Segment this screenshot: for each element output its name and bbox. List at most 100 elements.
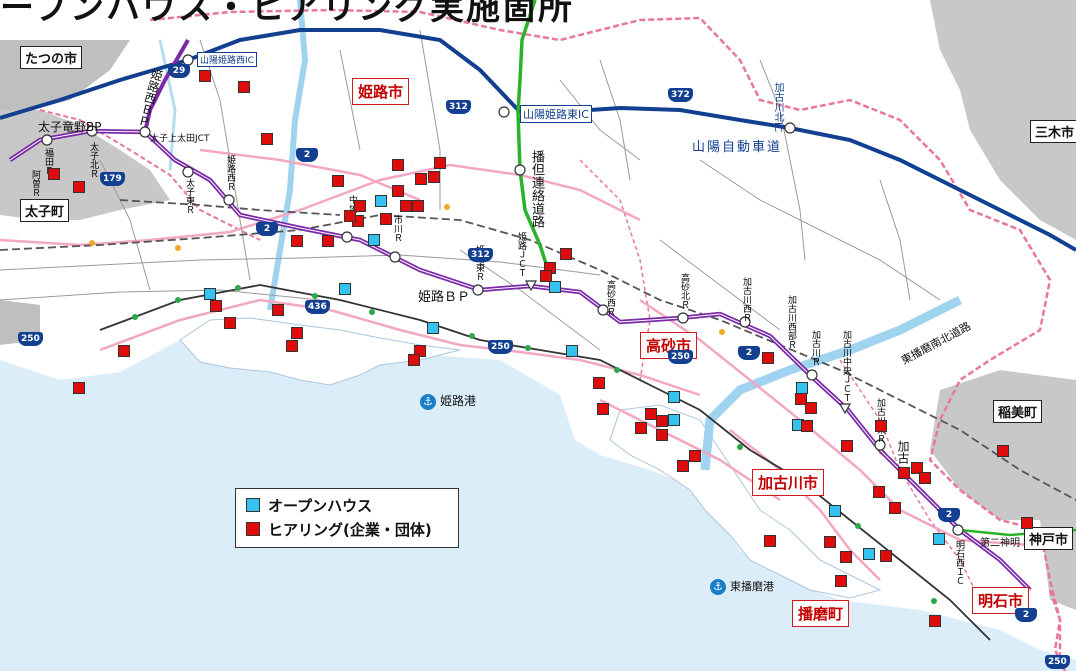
hearing-marker — [880, 550, 892, 562]
legend-label: ヒアリング(企業・団体) — [268, 520, 432, 539]
route-shield-icon: 250 — [668, 350, 693, 364]
hearing-marker — [224, 317, 236, 329]
hearing-marker — [392, 185, 404, 197]
hearing-marker — [400, 200, 412, 212]
ramp-label: 加古川西部Ｒ — [786, 295, 796, 349]
hearing-marker — [380, 213, 392, 225]
ramp-label: 太子北Ｒ — [88, 142, 98, 178]
hearing-marker — [841, 440, 853, 452]
ramp-label: 姫路東Ｒ — [474, 245, 484, 281]
hearing-marker — [199, 70, 211, 82]
boundary-himeji — [149, 8, 1062, 660]
open-house-marker — [427, 322, 439, 334]
hearing-marker — [118, 345, 130, 357]
port-himeji: ⚓姫路港 — [420, 392, 476, 410]
hearing-marker — [261, 133, 273, 145]
ramp-label: 阿曽Ｒ — [30, 170, 40, 197]
port-land-himeji — [179, 317, 461, 386]
anchor-icon: ⚓ — [420, 394, 436, 410]
hearing-marker — [635, 422, 647, 434]
hearing-marker — [677, 460, 689, 472]
hearing-marker — [597, 403, 609, 415]
ramp-label: 明石西ＩＣ — [954, 540, 964, 585]
hearing-marker — [291, 235, 303, 247]
hearing-marker — [412, 200, 424, 212]
open-house-marker — [204, 288, 216, 300]
hearing-marker — [408, 354, 420, 366]
ramp-label: 高砂北Ｒ — [679, 273, 689, 309]
city-label-harima: 播磨町 — [792, 600, 850, 627]
ramp-label: 市川Ｒ — [392, 215, 402, 242]
hearing-marker — [656, 415, 668, 427]
port-land-east — [609, 404, 882, 599]
ramp-label: 福田Ｒ — [43, 148, 53, 175]
city-label-akashi: 明石市 — [972, 587, 1030, 614]
hearing-marker — [73, 382, 85, 394]
sea — [0, 330, 1076, 671]
legend-label: オープンハウス — [268, 496, 373, 515]
road-label-himeji-nishi-ic: 山陽姫路西IC — [197, 52, 257, 67]
route-shield-icon: 250 — [1045, 655, 1070, 669]
route-shield-icon: 250 — [488, 340, 513, 354]
legend-item-open-house: オープンハウス — [246, 494, 372, 516]
road-label-dai2-shinmei: 第二神明 — [980, 538, 1020, 549]
map-title: ープンハウス・ヒアリング実施箇所 — [0, 0, 574, 28]
hearing-marker — [929, 615, 941, 627]
road-label-taishi-kamiota-jct: 太子上太田JCT — [150, 134, 210, 144]
blue-square-icon — [246, 498, 260, 512]
route-shield-icon: 29 — [168, 64, 190, 78]
ramp-label: 加古川西Ｒ — [741, 277, 751, 322]
hearing-marker — [997, 445, 1009, 457]
route-shield-icon: 2 — [738, 346, 760, 360]
ramp-label: 姫路西Ｒ — [225, 155, 235, 191]
hearing-marker — [898, 467, 910, 479]
local-roads — [0, 29, 941, 351]
open-house-marker — [368, 234, 380, 246]
river-yumesaki — [158, 39, 177, 171]
himeji-nishi-bp — [143, 39, 190, 133]
hearing-marker — [764, 535, 776, 547]
coastal-rail — [99, 284, 991, 641]
road-label-kakogawa-kita-ic: 加古川北IC — [772, 82, 783, 132]
road-label-taishi-tatsuno-bp: 太子竜野BP — [38, 120, 102, 134]
hearing-marker — [210, 300, 222, 312]
hearing-marker — [291, 327, 303, 339]
bantan-road — [516, 0, 550, 271]
area-northeast — [930, 0, 1076, 240]
open-house-marker — [339, 283, 351, 295]
hearing-marker — [344, 210, 356, 222]
hearing-marker — [540, 270, 552, 282]
red-square-icon — [246, 522, 260, 536]
hearing-marker — [560, 248, 572, 260]
open-house-marker — [549, 281, 561, 293]
rail-lines — [0, 199, 1076, 501]
hearing-marker — [911, 462, 923, 474]
hearing-marker — [434, 157, 446, 169]
city-label-himeji: 姫路市 — [352, 78, 410, 105]
river-kakogawa — [700, 295, 963, 471]
open-house-marker — [863, 548, 875, 560]
ramp-label: 太子東Ｒ — [184, 178, 194, 214]
city-label-miki: 三木市 — [1030, 120, 1076, 143]
hearing-marker — [392, 159, 404, 171]
ramp-label: 姫路ＪＣＴ — [516, 232, 526, 277]
route-shield-icon: 2 — [256, 222, 278, 236]
ramp-label: 加古川中央ＪＣＴ — [841, 330, 851, 402]
port-higashiharima: ⚓東播磨港 — [710, 578, 774, 595]
hearing-marker — [645, 408, 657, 420]
hearing-marker — [73, 181, 85, 193]
road-label-himeji-bp: 姫路ＢＰ — [418, 290, 471, 305]
boundary-east — [839, 359, 981, 601]
open-house-marker — [375, 195, 387, 207]
hearing-marker — [840, 551, 852, 563]
hearing-marker — [873, 486, 885, 498]
hearing-marker — [238, 81, 250, 93]
interchanges — [41, 54, 964, 536]
legend: オープンハウス ヒアリング(企業・団体) — [235, 488, 459, 548]
route-shield-icon: 2 — [1015, 608, 1037, 622]
anchor-icon: ⚓ — [710, 579, 726, 595]
road-label-kakogawa: 加古 — [896, 440, 910, 464]
city-label-kakogawa: 加古川市 — [752, 469, 825, 496]
